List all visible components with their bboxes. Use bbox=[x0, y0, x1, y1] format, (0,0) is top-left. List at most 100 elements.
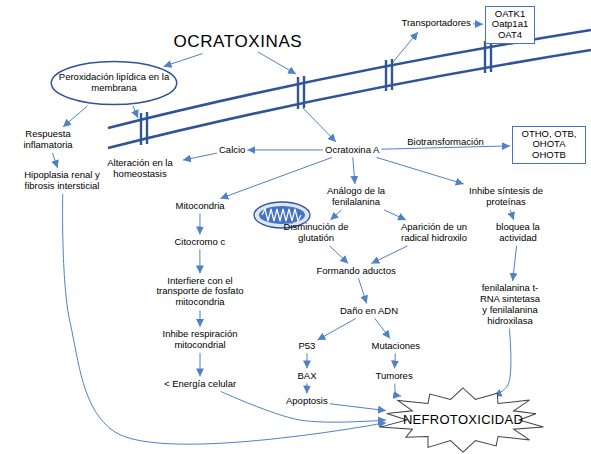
text-node: Inhibe respiración mitocondrial bbox=[153, 329, 247, 351]
arrow-connector bbox=[52, 153, 57, 168]
channel-bar bbox=[303, 76, 305, 108]
process-box: OTHO, OTB, OHOTA OHOTB bbox=[512, 126, 586, 165]
text-node: Daño en ADN bbox=[340, 306, 398, 317]
node-text: OTHO, OTB, OHOTA OHOTB bbox=[516, 129, 582, 162]
ellipse-node: Peroxidación lipídica en la membrana bbox=[50, 60, 178, 106]
text-node: Aparición de un radical hidroxilo bbox=[394, 222, 474, 244]
arrow-connector bbox=[330, 210, 341, 220]
channel-bar bbox=[297, 77, 299, 109]
node-text: Análogo de la fenilalanina bbox=[320, 186, 392, 208]
leader-arrow bbox=[303, 108, 336, 142]
arrow-connector bbox=[371, 246, 407, 264]
node-text: OATK1 Oatp1a1 OAT4 bbox=[489, 9, 531, 42]
node-text: Formando aductos bbox=[317, 266, 396, 277]
text-node: bloquea la actividad bbox=[490, 222, 546, 244]
connector-group bbox=[52, 24, 516, 444]
node-text: Alteración en la homeostasis bbox=[99, 158, 181, 180]
ellipse-shape bbox=[51, 61, 176, 104]
node-text: NEFROTOXICIDAD bbox=[403, 413, 523, 428]
edge-label: Biotransformación bbox=[407, 137, 484, 147]
node-text: Interfiere con el transporte de fosfato … bbox=[149, 276, 251, 309]
arrow-connector bbox=[473, 23, 483, 24]
arrow-connector bbox=[359, 278, 367, 303]
arrow-connector bbox=[377, 157, 464, 184]
node-text: Apoptosis bbox=[286, 396, 328, 407]
membrane-channels bbox=[141, 40, 491, 145]
arrow-connector bbox=[330, 404, 386, 411]
channel-bar bbox=[490, 40, 492, 72]
node-text: Mitocondria bbox=[176, 201, 225, 212]
node-text: < Energía celular bbox=[164, 379, 236, 390]
node-text: Citocromo c bbox=[175, 237, 226, 248]
arrow-connector bbox=[510, 210, 513, 220]
arrow-connector bbox=[200, 353, 201, 377]
arrow-connector bbox=[394, 353, 396, 368]
arrow-connector bbox=[199, 213, 200, 234]
text-node: P53 bbox=[299, 341, 316, 352]
arrow-connector bbox=[306, 353, 307, 368]
text-node: fenilalanina t-RNA sintetasa y fenilalan… bbox=[479, 283, 541, 327]
node-text: P53 bbox=[299, 341, 316, 352]
arrow-connector bbox=[375, 318, 390, 338]
node-text: OCRATOXINAS bbox=[174, 32, 303, 52]
node-text: Calcio bbox=[219, 145, 245, 156]
text-node: Análogo de la fenilalanina bbox=[320, 186, 392, 208]
heading-node: OCRATOXINAS bbox=[174, 32, 303, 52]
node-text: fenilalanina t-RNA sintetasa y fenilalan… bbox=[479, 283, 541, 327]
membrane-line bbox=[108, 30, 591, 128]
text-node: Mutaciones bbox=[372, 341, 421, 352]
arrow-connector bbox=[306, 383, 307, 393]
text-node: Transportadores bbox=[402, 18, 471, 29]
arrow-connector bbox=[63, 106, 87, 127]
text-node: < Energía celular bbox=[164, 379, 236, 390]
node-text: Mutaciones bbox=[372, 341, 421, 352]
text-node: Respuesta inflamatoria bbox=[8, 129, 88, 151]
node-text: Inhibe síntesis de proteínas bbox=[460, 186, 552, 208]
node-text: Hipoplasia renal y fibrosis intersticial bbox=[21, 170, 103, 192]
node-text: bloquea la actividad bbox=[490, 222, 546, 244]
arrow-connector bbox=[199, 249, 200, 273]
text-node: Tumores bbox=[376, 371, 413, 382]
arrow-connector bbox=[220, 157, 332, 198]
channel-bar bbox=[391, 59, 393, 90]
node-text: Ocratoxina A bbox=[325, 145, 379, 156]
starburst-node: NEFROTOXICIDAD bbox=[378, 388, 548, 452]
leader-arrow bbox=[258, 52, 296, 74]
arrow-connector bbox=[494, 329, 511, 396]
arrow-connector bbox=[330, 246, 349, 264]
arrow-connector bbox=[183, 153, 217, 160]
node-text: Daño en ADN bbox=[340, 306, 398, 317]
leader-arrow bbox=[393, 32, 418, 62]
node-text: Disminución de glutatión bbox=[278, 222, 354, 244]
arrow-connector bbox=[353, 157, 355, 184]
text-node: Citocromo c bbox=[175, 237, 226, 248]
text-node: Ocratoxina A bbox=[325, 145, 379, 156]
arrow-connector bbox=[395, 383, 401, 396]
arrow-connector bbox=[164, 54, 203, 67]
node-text: Peroxidación lipídica en la membrana bbox=[58, 72, 170, 94]
arrow-connector bbox=[221, 391, 386, 422]
text-node: Formando aductos bbox=[317, 266, 396, 277]
channel-bar bbox=[140, 113, 142, 145]
node-text: Respuesta inflamatoria bbox=[8, 129, 88, 151]
arrow-connector bbox=[384, 210, 406, 220]
arrow-connector bbox=[513, 246, 517, 281]
leader-arrow bbox=[133, 106, 138, 118]
channel-bar bbox=[146, 112, 148, 144]
arrow-connector bbox=[317, 318, 355, 340]
arrow-connector bbox=[63, 194, 386, 444]
node-text: Tumores bbox=[376, 371, 413, 382]
node-text: Transportadores bbox=[402, 18, 471, 29]
arrow-connector bbox=[200, 310, 201, 327]
text-node: Hipoplasia renal y fibrosis intersticial bbox=[21, 170, 103, 192]
text-node: Apoptosis bbox=[286, 396, 328, 407]
starburst-shape bbox=[380, 388, 543, 452]
text-node: Inhibe síntesis de proteínas bbox=[460, 186, 552, 208]
node-text: BAX bbox=[298, 371, 317, 382]
channel-bar bbox=[484, 41, 486, 73]
text-node: Disminución de glutatión bbox=[278, 222, 354, 244]
mitochondrion-cristae bbox=[262, 209, 301, 221]
channel-bar bbox=[385, 60, 387, 91]
